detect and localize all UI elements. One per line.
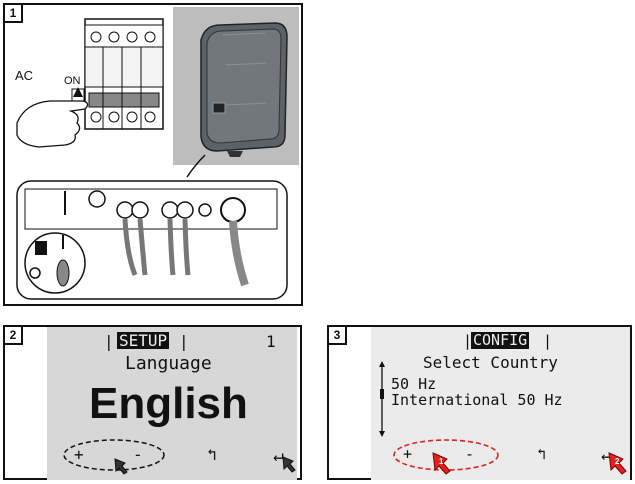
menu-title: CONFIG [471, 331, 530, 349]
setting-label: Select Country [423, 353, 558, 372]
on-label: ON [64, 75, 81, 87]
button-group-highlight [63, 439, 165, 471]
installation-illustration: AC ON [15, 7, 299, 300]
setting-value: English [89, 379, 248, 428]
back-button-label[interactable]: ↰ [537, 445, 547, 463]
ac-label: AC [15, 68, 33, 83]
panel-number: 1 [5, 5, 23, 23]
inverter-unit [200, 22, 288, 157]
lcd-display: | SETUP | 1 Language English + - ↰ ↵ [47, 327, 297, 480]
circuit-breaker [84, 18, 164, 130]
enter-button-label[interactable]: ↵ [601, 445, 612, 465]
list-item-selected-detail: International 50 Hz [391, 391, 563, 409]
setting-label: Language [125, 353, 212, 374]
back-button-label[interactable]: ↰ [207, 445, 217, 464]
pointer-hand-icon [432, 452, 451, 475]
page-number: 1 [266, 332, 276, 351]
panel-3: 3 | CONFIG | Select Country 50 Hz Intern… [327, 325, 632, 480]
scroll-bar[interactable] [377, 361, 387, 437]
panel-number: 2 [5, 327, 23, 345]
menu-separator-right: | [543, 332, 553, 350]
inverter-bottom-detail [16, 180, 288, 300]
menu-separator-left: | [463, 332, 473, 350]
step-marker: 2 [615, 457, 620, 466]
menu-separator-right: | [179, 332, 189, 351]
panel-1: 1 AC [3, 3, 303, 306]
step-marker: 1 [439, 457, 444, 466]
panel-2: 2 | SETUP | 1 Language English + - ↰ ↵ [3, 325, 302, 480]
menu-title: SETUP [117, 331, 170, 350]
list-item-selected[interactable]: 50 Hz [391, 375, 437, 393]
hand-illustration [16, 100, 89, 148]
plus-button-label[interactable]: + [403, 445, 413, 463]
enter-button-label[interactable]: ↵ [273, 445, 284, 466]
menu-separator-left: | [104, 332, 114, 351]
lcd-display: | CONFIG | Select Country 50 Hz Internat… [371, 327, 630, 480]
minus-button-label[interactable]: - [465, 445, 475, 463]
plus-button-label[interactable]: + [74, 445, 84, 464]
pointer-hand-icon [114, 458, 128, 475]
pointer-hand-icon [608, 452, 627, 475]
panel-number: 3 [329, 327, 347, 345]
pointer-hand-icon [282, 456, 296, 473]
minus-button-label[interactable]: - [133, 445, 143, 464]
